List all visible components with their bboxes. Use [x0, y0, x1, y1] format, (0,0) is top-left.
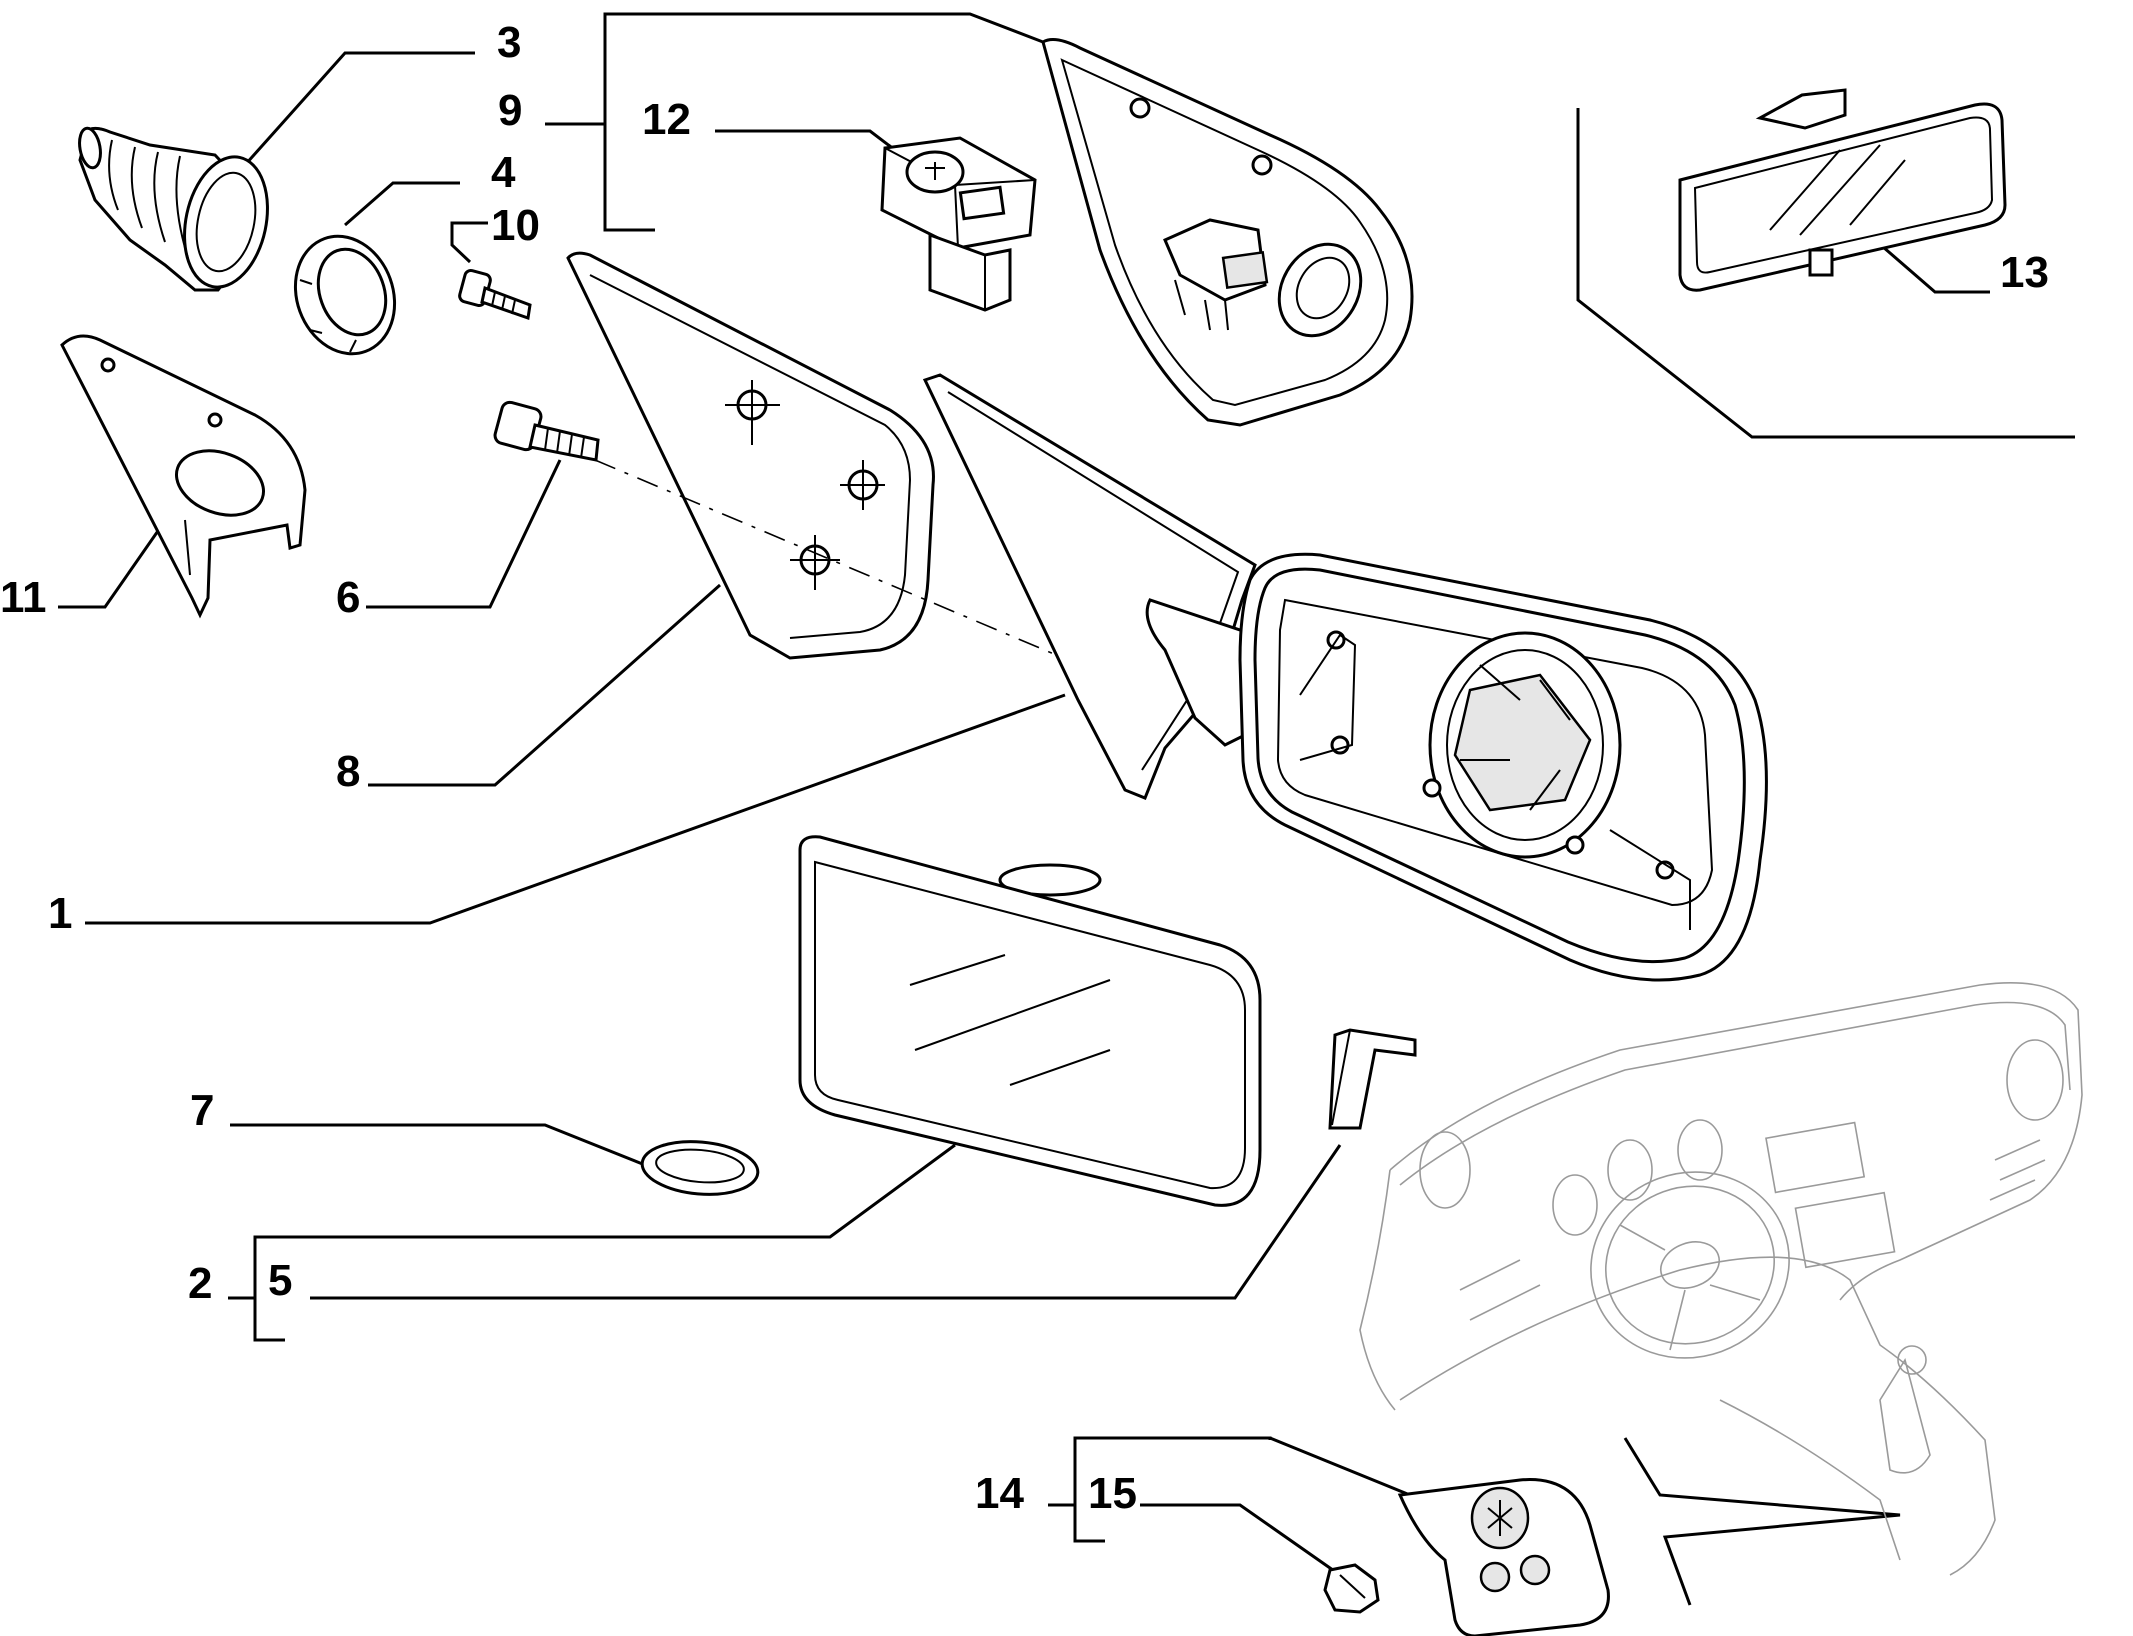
leader-8	[368, 583, 721, 787]
gaiter-part-3	[78, 126, 269, 292]
clip-part-5	[1328, 1028, 1417, 1130]
leader-14	[1105, 1436, 1411, 1497]
leader-4	[344, 181, 460, 227]
grommet-part-7	[640, 1140, 760, 1196]
leader-3	[243, 51, 475, 166]
panel-clip-part-15	[1323, 1563, 1380, 1614]
housing-part-1	[922, 373, 1768, 982]
leader-15	[1140, 1503, 1341, 1577]
ring-part-4	[293, 234, 397, 356]
glass-part-2	[798, 835, 1262, 1207]
callout-9: 9	[498, 86, 522, 135]
callout-1: 1	[48, 889, 72, 938]
dashboard-pointer	[1623, 1437, 1901, 1606]
dashboard-ghost-illustration	[1359, 982, 2083, 1576]
switch-part-12	[880, 136, 1037, 312]
leader-lines	[58, 12, 2075, 1606]
interior-mirror-part-13	[1678, 88, 2007, 292]
leader-6	[366, 459, 562, 609]
callout-5: 5	[268, 1256, 292, 1305]
leader-2	[255, 1143, 956, 1239]
callout-12: 12	[642, 95, 691, 144]
callout-10: 10	[491, 201, 540, 250]
callout-6: 6	[336, 573, 360, 622]
callout-8: 8	[336, 747, 360, 796]
assembly-axis	[594, 459, 1081, 666]
leader-1	[85, 693, 1066, 925]
trim-cover-part-9	[1041, 38, 1414, 427]
callout-13: 13	[2000, 248, 2049, 297]
callout-4: 4	[491, 148, 516, 197]
callout-2: 2	[188, 1259, 212, 1308]
bracket-part-11	[60, 334, 307, 619]
callout-11: 11	[0, 573, 47, 622]
callout-15: 15	[1088, 1469, 1137, 1518]
callout-3: 3	[497, 18, 521, 67]
leader-9	[603, 12, 1044, 232]
leader-13	[1874, 238, 1990, 294]
frame-13	[1576, 108, 2075, 439]
callout-14: 14	[975, 1469, 1024, 1518]
leader-11	[58, 527, 162, 609]
leader-12	[715, 129, 896, 152]
callout-7: 7	[190, 1086, 214, 1135]
control-panel-part-14	[1397, 1478, 1610, 1636]
callout-labels: 3 9 4 10 12 13 11 6 8 1 7 2 5 14 15	[0, 18, 2049, 1518]
leader-10	[450, 221, 488, 264]
leader-7	[230, 1123, 646, 1167]
plate-part-8	[566, 251, 935, 660]
leader-5	[310, 1144, 1342, 1300]
screw-part-10	[458, 269, 532, 321]
bolt-part-6	[493, 400, 600, 462]
